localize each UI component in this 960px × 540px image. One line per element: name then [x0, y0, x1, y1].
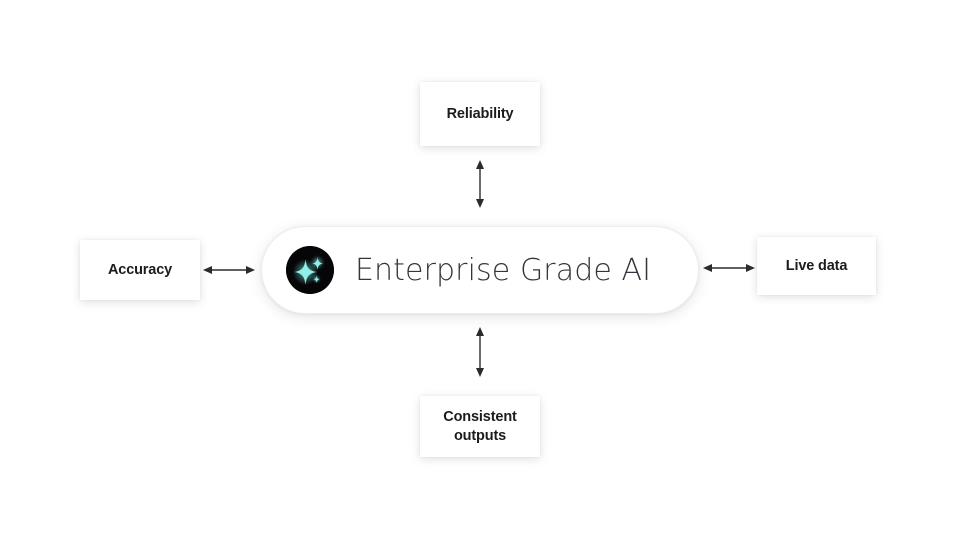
node-card-reliability[interactable]: Reliability — [420, 82, 540, 146]
connector-bottom-arrow — [466, 327, 494, 377]
node-card-consistent-outputs[interactable]: Consistent outputs — [420, 396, 540, 457]
center-node-title: Enterprise Grade AI — [355, 252, 652, 288]
center-node[interactable]: Enterprise Grade AI — [261, 226, 699, 314]
node-card-label: Reliability — [446, 105, 514, 122]
node-card-accuracy[interactable]: Accuracy — [80, 240, 200, 300]
node-card-label: Consistent outputs — [443, 409, 517, 444]
node-card-live-data[interactable]: Live data — [757, 237, 876, 295]
node-card-label: Accuracy — [107, 261, 173, 278]
node-card-label: Live data — [785, 257, 848, 274]
connector-top-arrow — [466, 160, 494, 208]
sparkle-icon — [286, 246, 334, 294]
connector-right-arrow — [703, 256, 755, 280]
connector-left-arrow — [203, 258, 255, 282]
